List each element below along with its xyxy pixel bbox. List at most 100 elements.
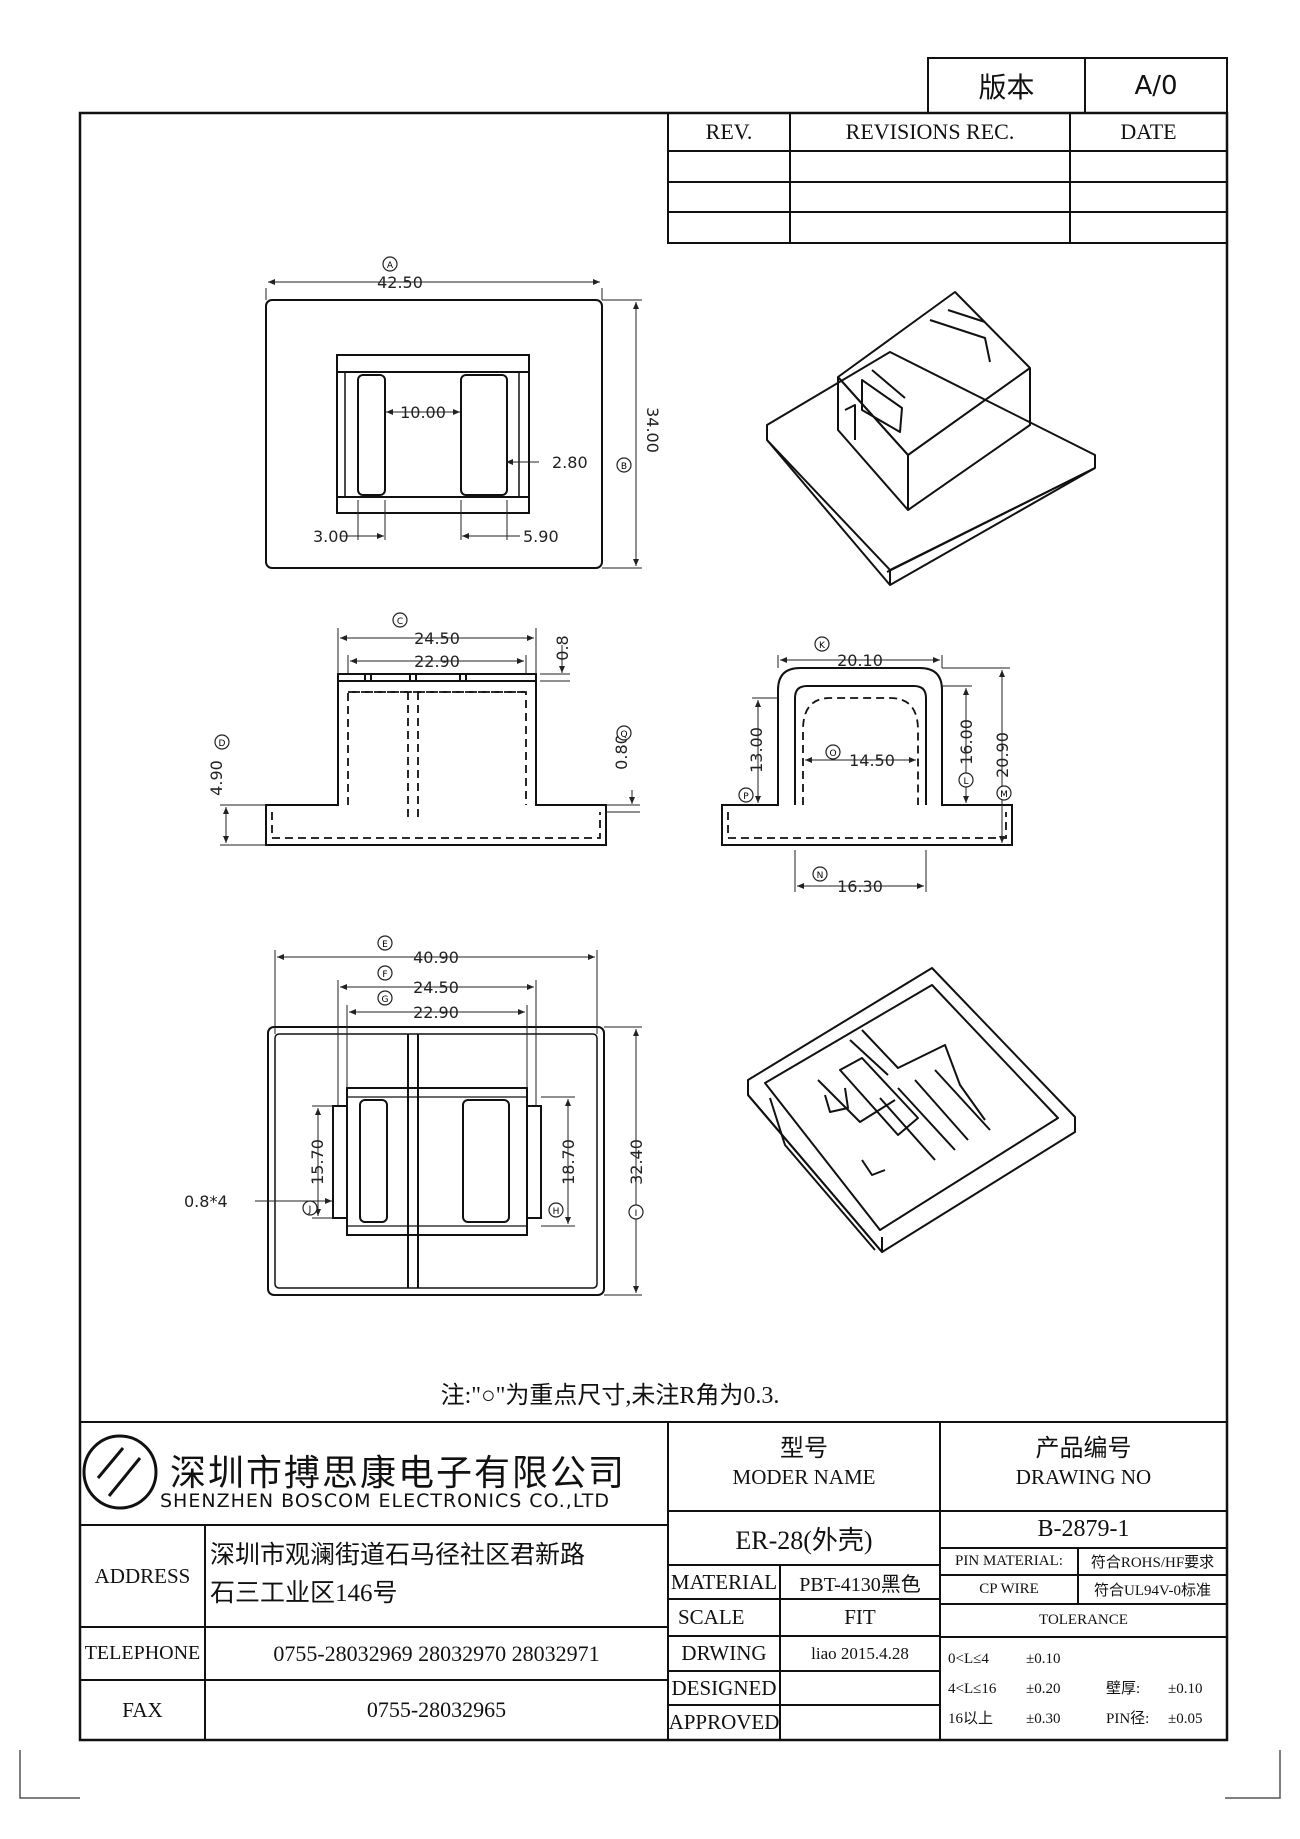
designed-label: DESIGNED [671, 1675, 777, 1700]
front-view-dims [220, 628, 640, 846]
pin-material-value: 符合ROHS/HF要求 [1090, 1555, 1215, 1571]
circle-labels: A B C D Q K P O L M N E F G J H I [214, 256, 1012, 1220]
dim-0-8x4: 0.8*4 [184, 1192, 228, 1211]
dim-42-50: 42.50 [377, 273, 423, 292]
revision-grid [667, 57, 1228, 244]
tolerance-title: TOLERANCE [1039, 1612, 1128, 1628]
svg-text:P: P [743, 792, 749, 802]
top-view-dims [265, 279, 642, 569]
dim-10-00: 10.00 [400, 403, 446, 422]
revisions-rec-header: REVISIONS REC. [845, 119, 1015, 144]
label-k-marker: K [814, 636, 830, 652]
company-name-cn: 深圳市搏思康电子有限公司 [170, 1453, 627, 1493]
tol-value-1: ±0.10 [1026, 1651, 1061, 1667]
dim-22-90-b: 22.90 [413, 1003, 459, 1022]
dim-14-50: 14.50 [849, 751, 895, 770]
side-view-dim-text: 20.10 13.00 14.50 16.00 20.90 16.30 [747, 651, 1012, 896]
model-value: ER-28(外壳) [735, 1525, 873, 1555]
top-view [265, 299, 603, 569]
tol-range-1: 0<L≤4 [948, 1651, 989, 1667]
dim-32-40: 32.40 [627, 1139, 646, 1185]
svg-text:H: H [553, 1207, 560, 1217]
dim-16-30: 16.30 [837, 877, 883, 896]
fax-value: 0755-28032965 [366, 1697, 507, 1722]
label-g-marker: G [377, 990, 393, 1006]
company-logo [82, 1434, 158, 1510]
address-line-1: 深圳市观澜街道石马径社区君新路 [210, 1542, 586, 1569]
drawing-note: 注:"○"为重点尺寸,未注R角为0.3. [440, 1382, 780, 1409]
date-header: DATE [1120, 119, 1177, 144]
rev-header: REV. [705, 119, 753, 144]
tol-wall-value: ±0.10 [1168, 1681, 1203, 1697]
label-i-marker: I [628, 1204, 644, 1220]
label-o-marker: O [825, 744, 841, 760]
approved-label: APPROVED [668, 1710, 780, 1734]
fax-label: FAX [122, 1697, 163, 1722]
label-e-marker: E [377, 935, 393, 951]
drawing-value: liao 2015.4.28 [811, 1643, 909, 1663]
company-name-en: SHENZHEN BOSCOM ELECTRONICS CO.,LTD [160, 1490, 611, 1512]
dim-20-10: 20.10 [837, 651, 883, 670]
side-view-dims [752, 655, 1012, 892]
dim-24-50-b: 24.50 [413, 978, 459, 997]
version-label: 版本 [978, 72, 1035, 104]
dim-0-8: 0.8 [553, 635, 572, 660]
svg-text:E: E [382, 940, 388, 950]
svg-text:K: K [819, 641, 826, 651]
tol-pin-value: ±0.05 [1168, 1711, 1203, 1727]
dim-13-00: 13.00 [747, 727, 766, 773]
dim-24-50: 24.50 [414, 629, 460, 648]
front-view [265, 673, 607, 846]
dim-15-70: 15.70 [308, 1139, 327, 1185]
svg-text:L: L [963, 777, 968, 787]
dim-40-90: 40.90 [413, 948, 459, 967]
drawing-no-label-cn: 产品编号 [1035, 1435, 1132, 1462]
dim-18-70: 18.70 [559, 1139, 578, 1185]
svg-text:G: G [382, 995, 389, 1005]
isometric-top-view [766, 291, 1096, 586]
tol-range-2: 4<L≤16 [948, 1681, 997, 1697]
bottom-view-dim-text: 40.90 24.50 22.90 0.8*4 15.70 18.70 32.4… [184, 948, 646, 1211]
label-p-marker: P [738, 787, 754, 803]
front-view-hidden [271, 691, 601, 839]
label-n-marker: N [812, 866, 828, 882]
cp-wire-label: CP WIRE [979, 1581, 1039, 1597]
material-label: MATERIAL [670, 1569, 778, 1594]
address-line-2: 石三工业区146号 [210, 1580, 398, 1607]
isometric-bottom-view [747, 967, 1076, 1253]
dim-2-80: 2.80 [552, 453, 588, 472]
top-view-dim-text: 42.50 34.00 10.00 2.80 3.00 5.90 [313, 273, 662, 546]
front-view-dim-text: 24.50 22.90 0.8 4.90 0.80 [207, 629, 631, 796]
bottom-view [267, 1026, 605, 1296]
approved-value [780, 1705, 940, 1740]
tolerance-row-2: 4<L≤16 ±0.20 壁厚: ±0.10 [948, 1674, 1223, 1704]
corner-marks [19, 1750, 1281, 1799]
svg-text:F: F [382, 970, 387, 980]
svg-text:N: N [817, 871, 824, 881]
label-m-marker: M [996, 785, 1012, 801]
dim-5-90: 5.90 [523, 527, 559, 546]
model-label-cn: 型号 [780, 1435, 828, 1462]
svg-text:O: O [829, 749, 836, 759]
label-a-marker: A [382, 256, 398, 272]
material-value: PBT-4130黑色 [799, 1573, 921, 1596]
scale-value: FIT [844, 1605, 876, 1629]
dim-20-90: 20.90 [993, 732, 1012, 778]
page-border [78, 111, 1229, 1742]
tolerance-row-3: 16以上 ±0.30 PIN径: ±0.05 [948, 1704, 1223, 1734]
drawing-no-value: B-2879-1 [1037, 1516, 1130, 1542]
label-j-marker: J [302, 1200, 318, 1216]
address-value: 深圳市观澜街道石马径社区君新路 石三工业区146号 [210, 1537, 665, 1613]
pin-material-label: PIN MATERIAL: [955, 1553, 1063, 1569]
model-label-en: MODER NAME [732, 1464, 876, 1489]
side-view [721, 667, 1013, 846]
tol-pin-label: PIN径: [1106, 1711, 1150, 1727]
tolerance-row-1: 0<L≤4 ±0.10 [948, 1644, 1223, 1674]
bottom-view-dims [255, 950, 642, 1296]
dim-34-00: 34.00 [643, 407, 662, 453]
cp-wire-value: 符合UL94V-0标准 [1094, 1583, 1211, 1599]
svg-text:J: J [308, 1205, 312, 1215]
svg-text:B: B [621, 462, 627, 472]
svg-text:I: I [635, 1209, 638, 1219]
scale-label: SCALE [678, 1605, 745, 1629]
